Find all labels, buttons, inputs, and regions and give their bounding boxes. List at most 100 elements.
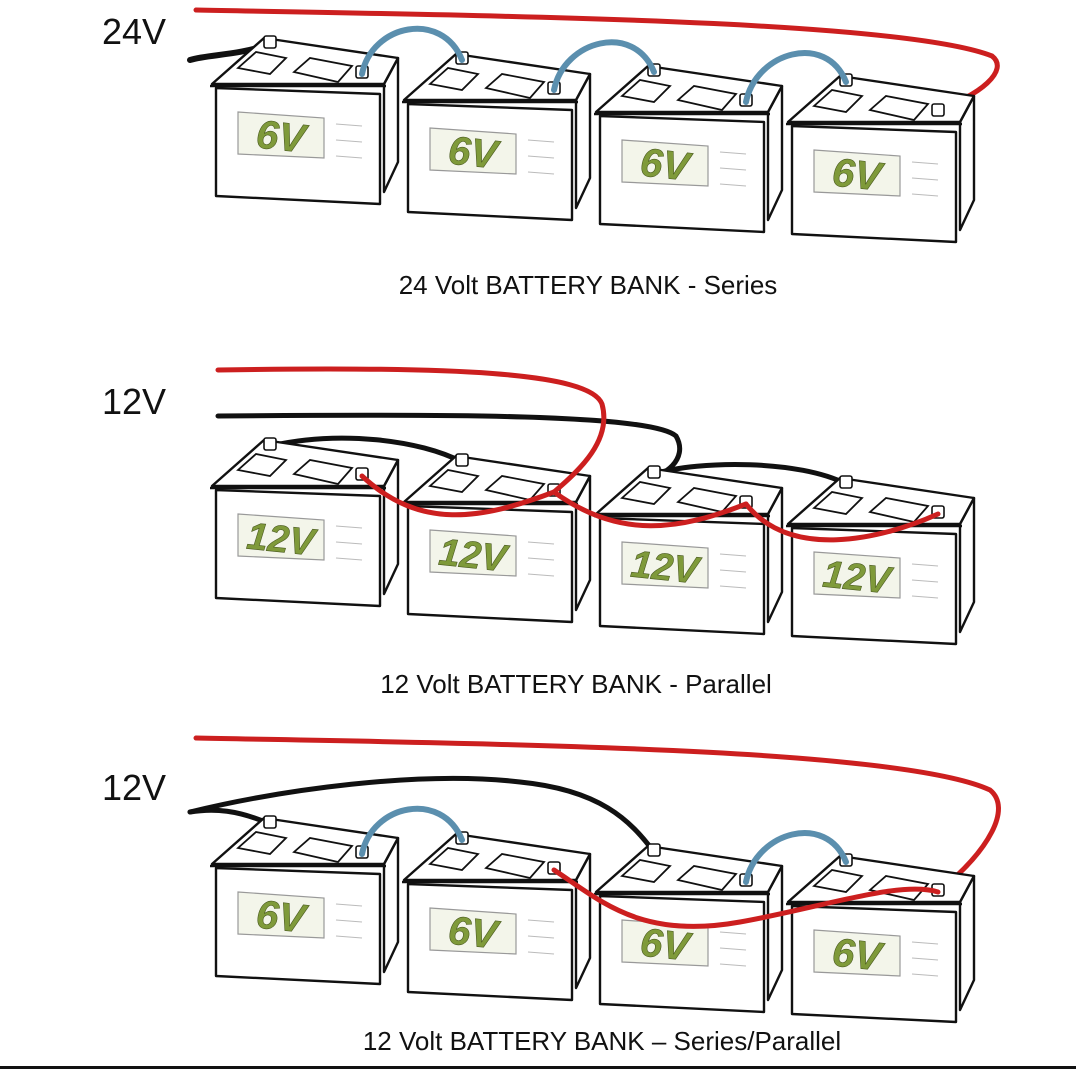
battery-top <box>594 64 784 114</box>
battery-terminal <box>931 103 945 117</box>
vent-cap <box>812 491 864 515</box>
battery-top <box>786 854 976 904</box>
battery: 6V <box>786 853 976 1024</box>
vent-cap <box>428 847 480 871</box>
battery-top <box>210 816 400 866</box>
battery-top <box>402 52 592 102</box>
detail-lines <box>911 161 939 197</box>
vent-cap <box>676 487 738 513</box>
negative-cable <box>267 435 465 465</box>
battery-voltage-label: 6V <box>830 151 887 200</box>
jumper-cable <box>743 50 849 105</box>
bank-3-caption: 12 Volt BATTERY BANK – Series/Parallel <box>363 1026 841 1056</box>
vent-cap <box>292 837 354 863</box>
bottom-border <box>0 1066 1076 1069</box>
vent-cap <box>676 85 738 111</box>
vent-cap <box>484 853 546 879</box>
label-plate <box>429 907 517 955</box>
detail-lines <box>335 903 363 939</box>
positive-cable <box>193 735 1001 895</box>
vent-cap <box>292 459 354 485</box>
label-plate <box>237 891 325 939</box>
label-plate <box>813 149 901 197</box>
jumper-cable <box>551 39 657 93</box>
jumper-cable <box>359 805 465 857</box>
bank-1-caption: 24 Volt BATTERY BANK - Series <box>399 270 778 300</box>
battery-terminal <box>263 815 277 829</box>
battery-terminal <box>263 35 277 49</box>
label-plate <box>813 929 901 977</box>
label-plate <box>237 513 325 561</box>
vent-cap <box>428 67 480 91</box>
label-plate <box>429 529 517 577</box>
positive-cable <box>551 489 749 529</box>
battery: 12V <box>594 465 784 636</box>
label-plate <box>621 541 709 589</box>
detail-lines <box>719 553 747 589</box>
battery-terminal <box>839 475 853 489</box>
positive-cable <box>551 867 941 929</box>
vent-cap <box>868 95 930 121</box>
battery: 6V <box>210 815 400 986</box>
detail-lines <box>527 919 555 955</box>
battery: 6V <box>402 51 592 222</box>
vent-cap <box>236 51 288 75</box>
detail-lines <box>719 151 747 187</box>
vent-cap <box>812 89 864 113</box>
battery-voltage-label: 6V <box>254 113 311 162</box>
battery-terminal <box>263 437 277 451</box>
positive-cable <box>359 473 557 518</box>
vent-cap <box>236 831 288 855</box>
battery: 6V <box>210 35 400 206</box>
vent-cap <box>620 481 672 505</box>
vent-cap <box>236 453 288 477</box>
cables-front-layer <box>215 25 941 929</box>
jumper-cable <box>743 830 849 885</box>
vent-cap <box>812 869 864 893</box>
cables-back-layer <box>187 7 1001 895</box>
label-plate <box>621 139 709 187</box>
vent-cap <box>620 859 672 883</box>
label-plate <box>429 127 517 175</box>
negative-cable <box>215 412 683 477</box>
detail-lines <box>719 931 747 967</box>
battery-top <box>786 74 976 124</box>
battery-voltage-label: 12V <box>821 554 895 603</box>
battery-voltage-label: 6V <box>830 931 887 980</box>
battery: 6V <box>402 831 592 1002</box>
bank-3-voltage-label: 12V <box>102 767 166 808</box>
positive-cable <box>193 7 1000 113</box>
battery-top <box>210 36 400 86</box>
detail-lines <box>911 941 939 977</box>
battery-voltage-label: 6V <box>446 909 503 958</box>
detail-lines <box>527 541 555 577</box>
vent-cap <box>484 475 546 501</box>
battery: 6V <box>786 73 976 244</box>
battery-top <box>594 844 784 894</box>
label-plate <box>813 551 901 599</box>
battery-top <box>594 466 784 516</box>
vent-cap <box>868 497 930 523</box>
battery-terminal <box>647 465 661 479</box>
vent-cap <box>428 469 480 493</box>
detail-lines <box>911 563 939 599</box>
vent-cap <box>676 865 738 891</box>
negative-cable <box>651 462 849 487</box>
battery: 12V <box>402 453 592 624</box>
battery-terminal <box>647 843 661 857</box>
battery-top <box>786 476 976 526</box>
detail-lines <box>335 525 363 561</box>
battery-voltage-label: 12V <box>629 544 703 593</box>
label-plate <box>237 111 325 159</box>
detail-lines <box>335 123 363 159</box>
battery: 12V <box>210 437 400 608</box>
battery-voltage-label: 12V <box>437 532 511 581</box>
positive-cable <box>215 366 607 495</box>
bank-2-caption: 12 Volt BATTERY BANK - Parallel <box>380 669 772 699</box>
bank-1-voltage-label: 24V <box>102 11 166 52</box>
vent-cap <box>292 57 354 83</box>
battery-voltage-label: 6V <box>446 129 503 178</box>
positive-cable <box>743 501 941 543</box>
